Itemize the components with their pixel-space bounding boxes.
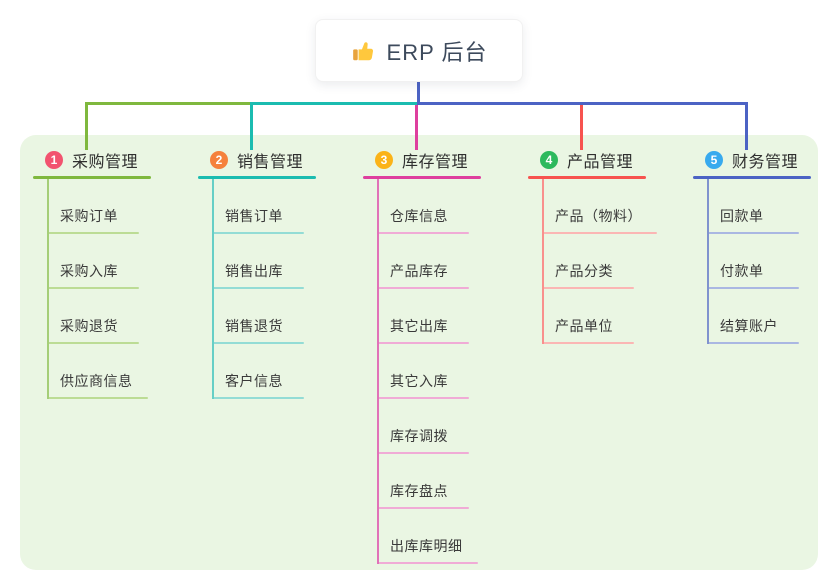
child-node-purchase-return[interactable]: 采购退货 (47, 289, 139, 344)
root-label: ERP 后台 (386, 39, 488, 65)
connector-drop-sales (250, 102, 253, 150)
branch-spine (377, 179, 379, 564)
child-node-warehouse-info[interactable]: 仓库信息 (377, 179, 469, 234)
child-node-sales-order[interactable]: 销售订单 (212, 179, 304, 234)
child-underline (707, 287, 799, 289)
child-node-product-material[interactable]: 产品（物料） (542, 179, 657, 234)
child-node-product-unit[interactable]: 产品单位 (542, 289, 634, 344)
branch-title: 销售管理 (237, 154, 304, 171)
child-node-settlement-account[interactable]: 结算账户 (707, 289, 799, 344)
child-underline (377, 232, 469, 234)
branch-underline (693, 176, 811, 179)
branch-number-badge: 3 (375, 151, 393, 169)
branch-spine (707, 179, 709, 344)
branch-title: 采购管理 (72, 154, 139, 171)
child-underline (47, 232, 139, 234)
child-node-purchase-order[interactable]: 采购订单 (47, 179, 139, 234)
child-node-product-category[interactable]: 产品分类 (542, 234, 634, 289)
branch-number-badge: 1 (45, 151, 63, 169)
connector-drop-finance (745, 102, 748, 150)
child-node-other-inbound[interactable]: 其它入库 (377, 344, 469, 399)
child-node-payment-order[interactable]: 付款单 (707, 234, 799, 289)
branch-underline (198, 176, 316, 179)
branch-node-product[interactable]: 4 产品管理 (528, 147, 657, 173)
branch-number-badge: 5 (705, 151, 723, 169)
child-underline (707, 342, 799, 344)
child-node-purchase-inbound[interactable]: 采购入库 (47, 234, 139, 289)
branch-number-badge: 4 (540, 151, 558, 169)
child-underline (377, 342, 469, 344)
branch-title: 财务管理 (732, 154, 799, 171)
child-node-stock-taking[interactable]: 库存盘点 (377, 454, 469, 509)
branch-spine (542, 179, 544, 344)
connector-h-sales (250, 102, 419, 105)
branch-underline (363, 176, 481, 179)
branches-panel (20, 135, 818, 570)
child-underline (47, 342, 139, 344)
branch-spine (212, 179, 214, 399)
branch-node-sales[interactable]: 2 销售管理 (198, 147, 316, 173)
child-underline (47, 397, 148, 399)
child-underline (542, 287, 634, 289)
branch-purchase-management: 1 采购管理 采购订单 采购入库 采购退货 供应商信息 (33, 147, 151, 399)
child-underline (212, 232, 304, 234)
child-underline (47, 287, 139, 289)
branch-sales-management: 2 销售管理 销售订单 销售出库 销售退货 客户信息 (198, 147, 316, 399)
branch-node-purchase[interactable]: 1 采购管理 (33, 147, 151, 173)
child-node-customer-info[interactable]: 客户信息 (212, 344, 304, 399)
child-underline (212, 397, 304, 399)
child-underline (377, 507, 469, 509)
child-underline (377, 562, 478, 564)
connector-h-finance (419, 102, 748, 105)
child-underline (377, 452, 469, 454)
connector-drop-purchase (85, 102, 88, 150)
child-node-sales-return[interactable]: 销售退货 (212, 289, 304, 344)
connector-drop-product (580, 102, 583, 150)
child-node-product-stock[interactable]: 产品库存 (377, 234, 469, 289)
branch-finance-management: 5 财务管理 回款单 付款单 结算账户 (693, 147, 811, 344)
branch-node-finance[interactable]: 5 财务管理 (693, 147, 811, 173)
branch-title: 库存管理 (402, 154, 469, 171)
child-underline (377, 397, 469, 399)
connector-root-stub (417, 80, 420, 105)
child-node-stock-transfer[interactable]: 库存调拨 (377, 399, 469, 454)
branch-inventory-management: 3 库存管理 仓库信息 产品库存 其它出库 其它入库 库存调拨 (363, 147, 481, 564)
child-node-receipt-order[interactable]: 回款单 (707, 179, 799, 234)
branch-product-management: 4 产品管理 产品（物料） 产品分类 产品单位 (528, 147, 657, 344)
root-node[interactable]: ERP 后台 (315, 19, 523, 82)
branch-title: 产品管理 (567, 154, 634, 171)
branch-number-badge: 2 (210, 151, 228, 169)
child-underline (212, 287, 304, 289)
child-underline (377, 287, 469, 289)
child-node-supplier-info[interactable]: 供应商信息 (47, 344, 148, 399)
connector-drop-inventory (415, 102, 418, 150)
thumbs-up-icon (351, 38, 377, 64)
branch-underline (33, 176, 151, 179)
branch-underline (528, 176, 646, 179)
child-node-sales-outbound[interactable]: 销售出库 (212, 234, 304, 289)
child-node-other-outbound[interactable]: 其它出库 (377, 289, 469, 344)
child-underline (707, 232, 799, 234)
child-node-outbound-detail[interactable]: 出库库明细 (377, 509, 478, 564)
branch-spine (47, 179, 49, 399)
branch-node-inventory[interactable]: 3 库存管理 (363, 147, 481, 173)
child-underline (212, 342, 304, 344)
child-underline (542, 342, 634, 344)
child-underline (542, 232, 657, 234)
